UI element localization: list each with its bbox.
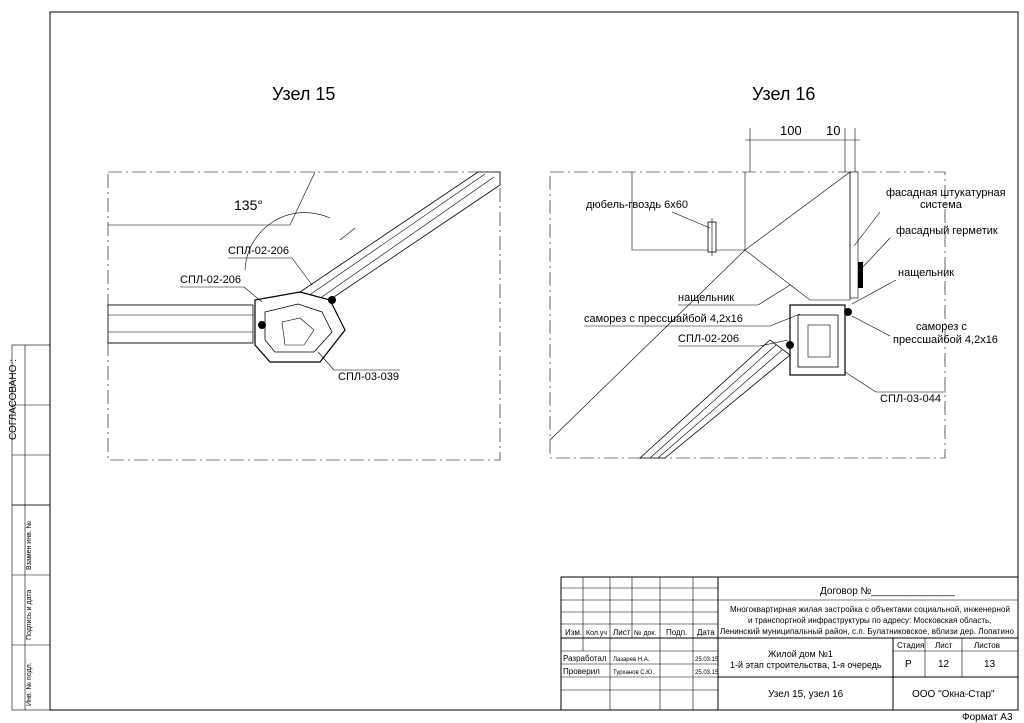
label-trim-right: нащельник — [898, 267, 954, 279]
project-line-1: Многоквартирная жилая застройка с объект… — [730, 605, 1010, 614]
object-line-1: Жилой дом №1 — [768, 649, 833, 659]
node-16-title: Узел 16 — [752, 84, 815, 104]
stamp-sign-date: Подпись и дата — [26, 590, 33, 640]
sheet-value: 12 — [938, 659, 950, 670]
node-15: Узел 15 135° СПЛ-02-206 СПЛ-02-206 СПЛ-0… — [107, 84, 501, 461]
label-spl-206-n16: СПЛ-02-206 — [678, 333, 739, 345]
label-facade-plaster-1: фасадная штукатурная — [886, 187, 1006, 199]
label-facade-sealant: фасадный герметик — [896, 225, 998, 237]
sheets-value: 13 — [984, 659, 996, 670]
label-spl-206-left: СПЛ-02-206 — [180, 274, 241, 286]
row-checked-name: Турханов С.Ю. — [613, 670, 654, 676]
row-checked-date: 25.03.15 — [695, 670, 719, 676]
label-trim-left: нащельник — [678, 292, 734, 304]
stage-value: Р — [905, 659, 912, 670]
label-spl-044: СПЛ-03-044 — [880, 393, 941, 405]
row-developed-date: 25.03.15 — [695, 657, 719, 663]
stage-header: Стадия — [897, 641, 924, 650]
sheets-header: Листов — [974, 641, 1000, 650]
agreed-label: СОГЛАСОВАНО : — [8, 359, 19, 440]
label-dowel: дюбель-гвоздь 6x60 — [586, 199, 688, 211]
label-screw-right-1: саморез с — [916, 321, 967, 333]
dim-100: 100 — [780, 123, 802, 138]
angle-label: 135° — [234, 197, 263, 213]
label-screw-left: саморез с прессшайбой 4,2x16 — [584, 313, 743, 325]
title-block: Изм. Кол.уч Лист № док. Подп. Дата Разра… — [560, 576, 1019, 711]
format-label: Формат А3 — [962, 712, 1013, 723]
sheet-header: Лист — [935, 641, 953, 650]
project-line-2: и транспортной инфраструктуры по адресу:… — [748, 616, 991, 625]
stamp-inv-orig: Инв. № подл. — [26, 662, 33, 706]
row-checked-role: Проверил — [563, 667, 600, 676]
label-spl-039: СПЛ-03-039 — [338, 371, 399, 383]
contract: Договор №_______________ — [820, 586, 955, 597]
header-kol: Кол.уч — [586, 630, 607, 637]
label-screw-right-2: прессшайбой 4,2x16 — [893, 334, 998, 346]
node-15-title: Узел 15 — [272, 84, 335, 104]
row-developed-role: Разработал — [563, 654, 607, 663]
header-izm: Изм. — [565, 628, 582, 637]
node-16: Узел 16 100 10 дюбель-гвоздь 6x60 — [549, 84, 1006, 459]
label-spl-206-top: СПЛ-02-206 — [228, 245, 289, 257]
object-line-2: 1-й этап строительства, 1-я очередь — [730, 660, 882, 670]
label-facade-plaster-2: система — [920, 199, 963, 211]
drawing-name: Узел 15, узел 16 — [768, 689, 844, 700]
header-doc: № док. — [634, 630, 656, 637]
company-name: ООО "Окна-Стар" — [912, 689, 995, 700]
left-stamp: СОГЛАСОВАНО : Взамен инв. № Подпись и да… — [8, 344, 51, 711]
header-date: Дата — [697, 628, 715, 637]
dim-10: 10 — [826, 123, 840, 138]
project-line-3: Ленинский муниципальный район, с.п. Була… — [720, 627, 1015, 636]
stamp-replace-inv: Взамен инв. № — [26, 521, 33, 570]
header-list: Лист — [613, 628, 631, 637]
row-developed-name: Лазарев Н.А. — [613, 657, 650, 663]
header-sign: Подп. — [666, 628, 687, 637]
